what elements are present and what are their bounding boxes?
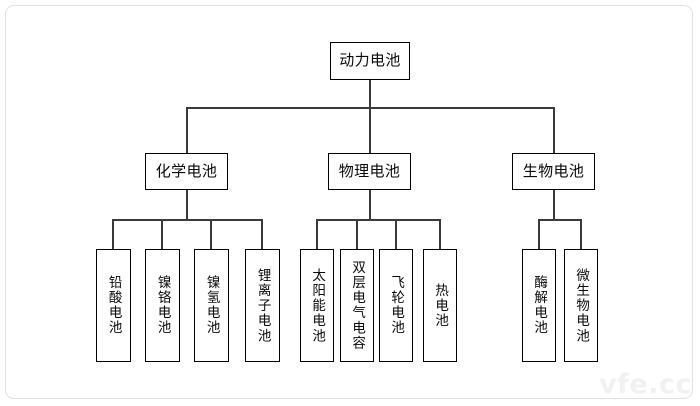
node-leaf-flywheel[interactable]: 飞轮电池 [379, 249, 413, 362]
node-leaf-lead-acid[interactable]: 铅酸电池 [96, 249, 131, 362]
node-leaf-nickel-chromium[interactable]: 镍铬电池 [145, 249, 180, 362]
connector-drop-biological [553, 107, 555, 153]
connector-biological-bus [538, 219, 582, 221]
connector-leaf-drop-double-layer-capacitor [356, 219, 358, 249]
node-leaf-thermal[interactable]: 热电池 [423, 249, 457, 362]
connector-biological-stem [553, 190, 555, 220]
connector-leaf-drop-lead-acid [112, 219, 114, 249]
connector-leaf-drop-thermal [439, 219, 441, 249]
connector-chemical-bus [112, 219, 263, 221]
connector-drop-chemical [186, 107, 188, 153]
connector-drop-physical [369, 107, 371, 153]
node-branch-biological[interactable]: 生物电池 [512, 153, 595, 190]
node-leaf-lithium-ion[interactable]: 锂离子电池 [245, 249, 280, 362]
connector-leaf-drop-enzymatic [538, 219, 540, 249]
connector-physical-stem [369, 190, 371, 220]
node-root[interactable]: 动力电池 [330, 42, 410, 80]
node-leaf-microbial[interactable]: 微生物电池 [564, 249, 598, 362]
outer-frame [5, 5, 693, 399]
connector-root-stem [369, 80, 371, 108]
node-leaf-nickel-hydrogen[interactable]: 镍氢电池 [194, 249, 229, 362]
node-branch-chemical[interactable]: 化学电池 [145, 153, 228, 190]
connector-leaf-drop-solar [316, 219, 318, 249]
connector-leaf-drop-microbial [580, 219, 582, 249]
connector-chemical-stem [186, 190, 188, 220]
connector-physical-bus [316, 219, 441, 221]
node-leaf-double-layer-capacitor[interactable]: 双层电气电容 [340, 249, 374, 362]
node-branch-physical[interactable]: 物理电池 [328, 153, 411, 190]
connector-leaf-drop-flywheel [395, 219, 397, 249]
connector-leaf-drop-nickel-chromium [161, 219, 163, 249]
connector-leaf-drop-lithium-ion [261, 219, 263, 249]
connector-leaf-drop-nickel-hydrogen [210, 219, 212, 249]
node-leaf-solar[interactable]: 太阳能电池 [300, 249, 334, 362]
node-leaf-enzymatic[interactable]: 酶解电池 [522, 249, 556, 362]
watermark: vfe.cc [599, 369, 692, 400]
